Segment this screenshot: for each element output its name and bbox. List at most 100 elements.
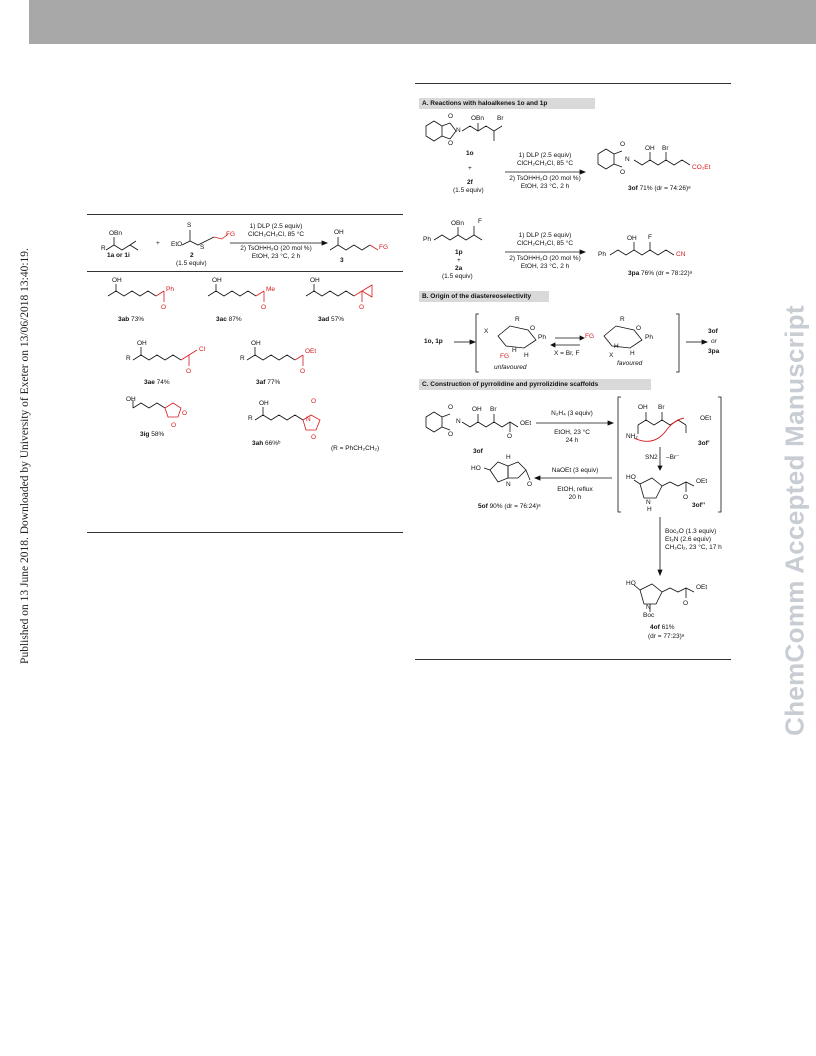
right-scheme-top-rule (415, 83, 731, 84)
left-eto: EtO (171, 241, 183, 248)
a-cond1: 1) DLP (2.5 equiv) (518, 152, 572, 159)
item-3ae-r: R (126, 355, 131, 362)
b-x-note: X = Br, F (554, 350, 580, 357)
item-3af-r: R (240, 355, 245, 362)
item-3ad-label: 3ad (318, 316, 330, 323)
item-3ah-o2: O (311, 434, 317, 441)
a-cond3b: ClCH₂CH₂Cl, 85 °C (516, 240, 574, 247)
c-i1-label: 3of’ (698, 440, 710, 447)
a-cond4: 2) TsOH•H₂O (20 mol %) (509, 255, 581, 262)
b-out1: 3of (708, 328, 718, 335)
c-4of-o: O (683, 600, 689, 607)
left-product-label: 3 (340, 257, 344, 264)
item-3ab-label: 3ab (118, 316, 130, 323)
item-3ah-o1: O (311, 398, 317, 405)
c-sn2: SN2 (645, 454, 658, 461)
item-3ig-label: 3ig (140, 431, 150, 438)
c-i2-label: 3of’’ (692, 502, 706, 509)
c-r1: N₂H₄ (3 equiv) (551, 410, 593, 417)
item-3ac-yield: 87% (228, 316, 242, 323)
b-or: or (711, 338, 717, 345)
b-fav-h2: H (630, 350, 635, 357)
c-i1-nh2: NH₂ (626, 433, 638, 440)
c-5of-yield: 90% (dr = 76:24)ᵃ (489, 503, 541, 510)
a-cond3: 1) DLP (2.5 equiv) (518, 232, 572, 239)
a-3pa-yield: 76% (dr = 78:22)ᵃ (641, 270, 693, 277)
a-3pa-f: F (648, 234, 652, 241)
c-5of-h: H (506, 454, 511, 461)
a-2f-label: 2f (467, 179, 473, 186)
c-i1-oh: OH (638, 404, 648, 411)
b-fav-x: X (609, 352, 614, 359)
left-fg: FG (226, 231, 236, 238)
c-brminus: –Br⁻ (666, 454, 680, 461)
a-1o-o2: O (448, 140, 454, 147)
c-4of-label: 4of (650, 624, 660, 631)
a-2a-label: 2a (455, 265, 463, 272)
section-b-title: B. Origin of the diastereoselectivity (419, 291, 549, 302)
left-scheme-top-rule (87, 214, 403, 215)
a-1p-label: 1p (455, 249, 463, 256)
b-unf-ph: Ph (538, 334, 546, 341)
item-3ad: 3ad 57% (318, 316, 344, 324)
b-unf-h1: H (512, 347, 517, 354)
c-r1b: EtOH, 23 °C (554, 429, 590, 436)
item-3ae-oh: OH (137, 340, 147, 347)
left-s: S (187, 222, 192, 229)
c-4of-boc: Boc (643, 612, 655, 619)
item-3ah-oh: OH (259, 400, 269, 407)
a-3of-oh: OH (645, 145, 655, 152)
b-unf-o: O (530, 325, 536, 332)
c-start-br: Br (490, 406, 497, 413)
a-3pa-label: 3pa (628, 270, 640, 277)
item-3ad-yield: 57% (331, 316, 345, 323)
a-cond4b: EtOH, 23 °C, 2 h (520, 263, 570, 270)
item-3ac-me: Me (266, 286, 276, 293)
c-i1-oet: OEt (700, 415, 712, 422)
left-xanthate-equiv: (1.5 equiv) (176, 260, 207, 267)
c-4of-result: 4of 61% (650, 624, 675, 632)
b-fav-o: O (636, 325, 642, 332)
a-3pa-ph: Ph (598, 251, 606, 258)
a-3of-o2: O (620, 169, 626, 176)
a-3of-br: Br (662, 145, 669, 152)
item-3ae-cl: Cl (199, 346, 206, 353)
left-scheme-mid-rule (87, 271, 403, 272)
b-unfavoured: unfavoured (494, 364, 527, 371)
item-3ae-label: 3ae (144, 379, 155, 386)
b-fav-h1: H (614, 343, 619, 350)
left-reagent-label: 1a or 1i (107, 252, 130, 259)
c-r3b: Et₃N (2.6 equiv) (665, 536, 711, 543)
item-3ab-yield: 73% (131, 316, 145, 323)
c-i2-o: O (683, 494, 689, 501)
a-1o-obn: OBn (471, 115, 485, 122)
b-out2: 3pa (708, 348, 720, 355)
a-1o-o1: O (448, 113, 454, 120)
c-i1-br: Br (658, 404, 665, 411)
left-obn: OBn (109, 230, 123, 237)
c-r2: NaOEt (3 equiv) (551, 467, 599, 474)
right-scheme-bottom-rule (415, 659, 731, 660)
a-1p-obn: OBn (451, 220, 465, 227)
c-5of-label: 5of (478, 503, 488, 510)
a-plus-2: + (457, 257, 461, 264)
left-r-group: R (101, 245, 106, 252)
a-3pa-result: 3pa 76% (dr = 78:22)ᵃ (628, 270, 692, 278)
b-start: 1o, 1p (424, 338, 443, 345)
c-i2-ho: HO (626, 474, 636, 481)
c-i2-oet: OEt (696, 478, 708, 485)
item-3ae-yield: 74% (156, 379, 170, 386)
item-3ab-oh: OH (112, 277, 122, 284)
item-3ae: 3ae 74% (144, 379, 170, 387)
left-cond2b: EtOH, 23 °C, 2 h (251, 253, 301, 260)
a-3of-o1: O (620, 141, 626, 148)
item-3ig-o: O (182, 410, 188, 417)
c-start-o1: O (448, 404, 454, 411)
item-3ad-oh: OH (310, 277, 320, 284)
c-5of-result: 5of 90% (dr = 76:24)ᵃ (478, 503, 541, 511)
c-start-oh: OH (472, 406, 482, 413)
c-r2c: 20 h (568, 494, 582, 501)
c-start-label: 3of (473, 448, 483, 455)
a-3pa-oh: OH (627, 235, 637, 242)
